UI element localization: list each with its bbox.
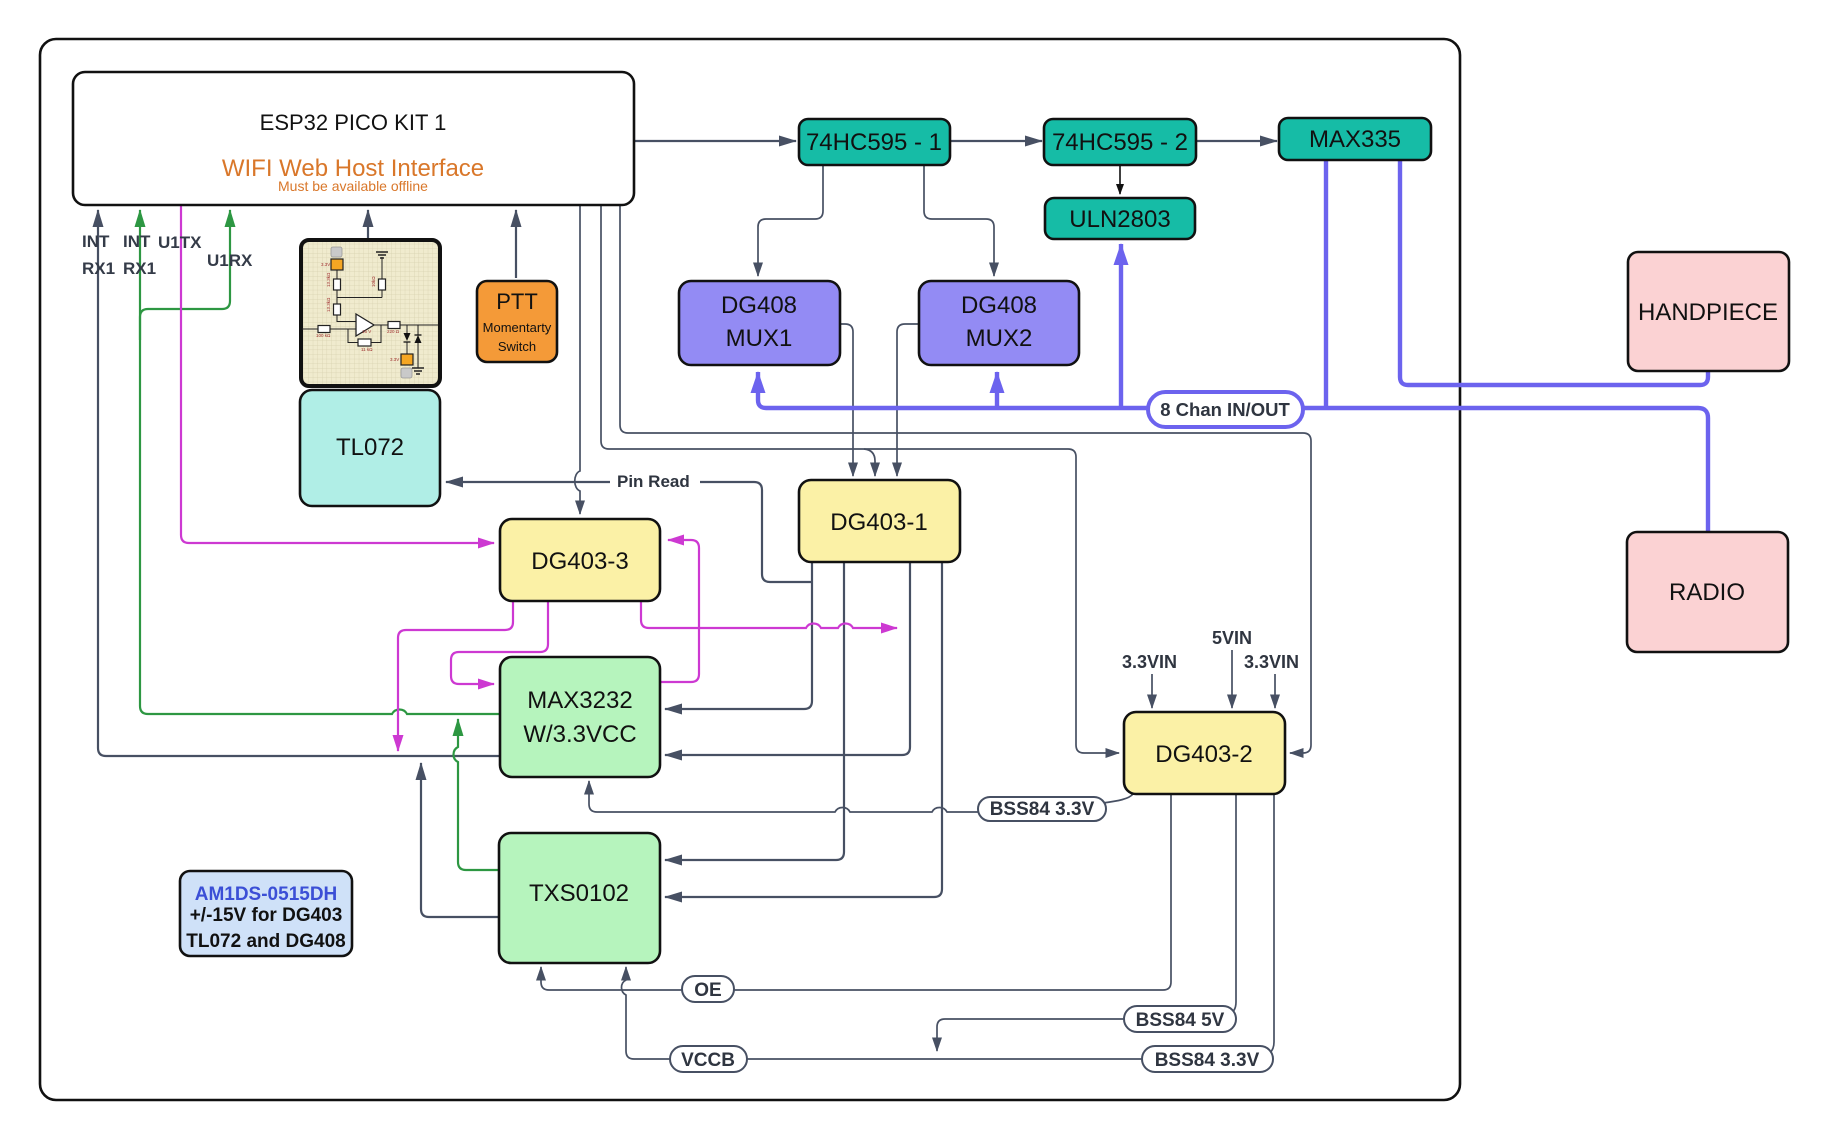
- svg-text:8 Chan IN/OUT: 8 Chan IN/OUT: [1160, 399, 1290, 420]
- svg-text:W/3.3VCC: W/3.3VCC: [523, 721, 636, 748]
- svg-text:RADIO: RADIO: [1669, 579, 1745, 606]
- svg-text:BSS84 3.3V: BSS84 3.3V: [990, 799, 1095, 820]
- svg-text:3.3V: 3.3V: [390, 357, 399, 362]
- svg-text:PTT: PTT: [496, 289, 538, 314]
- svg-text:74HC595 - 1: 74HC595 - 1: [806, 129, 942, 156]
- svg-text:3.3VIN: 3.3VIN: [1244, 652, 1299, 672]
- svg-text:DG403-2: DG403-2: [1155, 741, 1252, 768]
- svg-text:DG403-1: DG403-1: [830, 509, 927, 536]
- svg-text:13.3kΩ: 13.3kΩ: [326, 272, 331, 287]
- svg-text:10kΩ: 10kΩ: [371, 276, 376, 287]
- svg-text:INT: INT: [123, 232, 151, 251]
- svg-text:3.3VIN: 3.3VIN: [1122, 652, 1177, 672]
- svg-text:BSS84 5V: BSS84 5V: [1136, 1010, 1225, 1031]
- svg-text:DG408: DG408: [721, 292, 797, 319]
- svg-text:Pin Read: Pin Read: [617, 472, 690, 491]
- svg-text:ESP32 PICO KIT 1: ESP32 PICO KIT 1: [260, 110, 447, 135]
- svg-text:MUX2: MUX2: [966, 325, 1033, 352]
- svg-text:Switch: Switch: [498, 339, 536, 354]
- svg-text:INT: INT: [82, 232, 110, 251]
- svg-text:TL072: TL072: [336, 434, 404, 461]
- svg-text:11 kΩ: 11 kΩ: [361, 347, 373, 352]
- svg-text:U1RX: U1RX: [207, 251, 253, 270]
- svg-text:220 Ω: 220 Ω: [387, 329, 400, 334]
- svg-text:13.3kΩ: 13.3kΩ: [326, 297, 331, 312]
- svg-text:TXS0102: TXS0102: [529, 880, 629, 907]
- svg-text:VCCB: VCCB: [681, 1050, 735, 1071]
- svg-text:MUX1: MUX1: [726, 325, 793, 352]
- svg-text:DG408: DG408: [961, 292, 1037, 319]
- svg-text:16 V: 16 V: [362, 329, 371, 334]
- svg-text:WIFI Web Host Interface: WIFI Web Host Interface: [222, 155, 484, 182]
- svg-text:Must be available offline: Must be available offline: [278, 178, 428, 194]
- svg-text:BSS84 3.3V: BSS84 3.3V: [1155, 1050, 1260, 1071]
- svg-text:ULN2803: ULN2803: [1069, 206, 1170, 233]
- svg-text:Momentarty: Momentarty: [483, 320, 552, 335]
- svg-text:MAX335: MAX335: [1309, 126, 1401, 153]
- svg-text:74HC595 - 2: 74HC595 - 2: [1052, 129, 1188, 156]
- svg-text:OE: OE: [694, 980, 721, 1001]
- svg-text:U1TX: U1TX: [158, 233, 202, 252]
- svg-text:TL072 and DG408: TL072 and DG408: [186, 931, 345, 952]
- svg-text:+/-15V for DG403: +/-15V for DG403: [190, 905, 343, 926]
- svg-text:3.3V: 3.3V: [321, 262, 330, 267]
- svg-text:HANDPIECE: HANDPIECE: [1638, 299, 1778, 326]
- svg-text:100 kΩ: 100 kΩ: [316, 333, 331, 338]
- svg-text:RX1: RX1: [82, 259, 115, 278]
- svg-text:5VIN: 5VIN: [1212, 628, 1252, 648]
- svg-text:MAX3232: MAX3232: [527, 687, 632, 714]
- svg-text:AM1DS-0515DH: AM1DS-0515DH: [195, 884, 338, 905]
- svg-text:DG403-3: DG403-3: [531, 548, 628, 575]
- svg-text:RX1: RX1: [123, 259, 156, 278]
